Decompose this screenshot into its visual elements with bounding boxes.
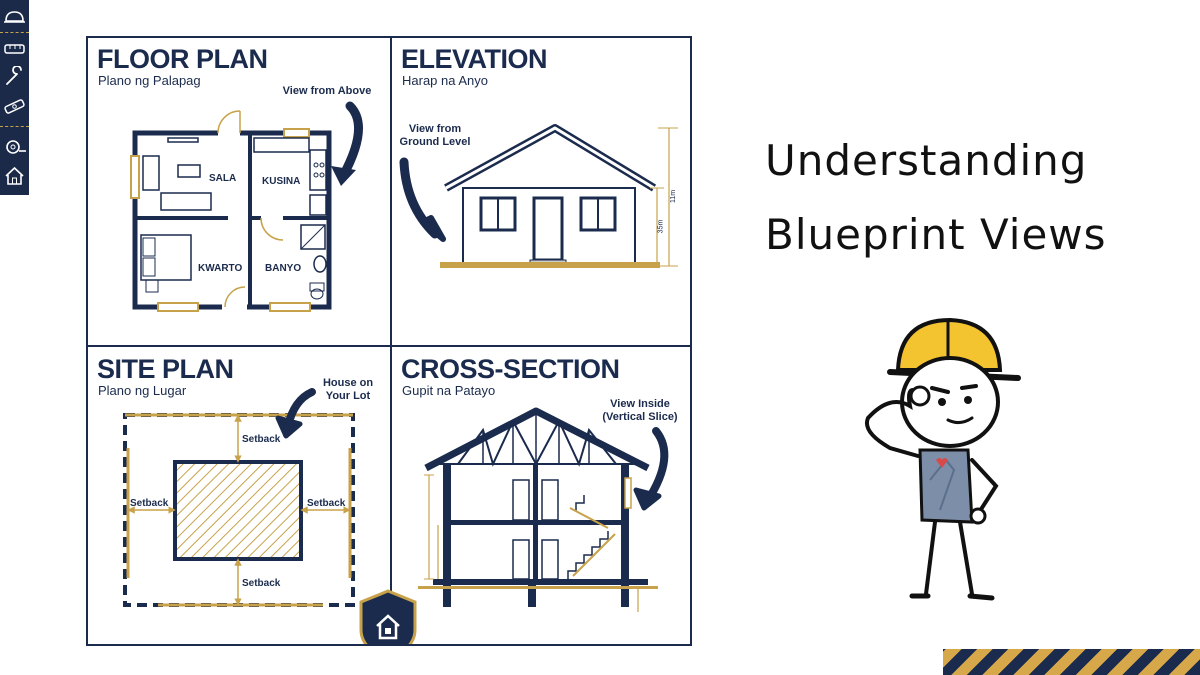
site-plan-subtitle: Plano ng Lugar (98, 383, 187, 398)
cross-section-note-line2: (Vertical Slice) (602, 411, 678, 424)
floor-plan-note: View from Above (282, 85, 372, 97)
room-label-sala: SALA (209, 173, 237, 184)
heading-line1: Understanding (765, 136, 1088, 185)
toolbar-divider (0, 32, 29, 33)
cross-section-note: View Inside (Vertical Slice) (588, 398, 692, 424)
elevation-subtitle: Harap na Anyo (402, 73, 489, 88)
construction-worker-character (865, 317, 1021, 601)
setback-label-right: Setback (307, 498, 346, 509)
blueprint-views-poster: FLOOR PLAN Plano ng Palapag View from Ab… (86, 36, 692, 646)
floor-plan-drawing (130, 101, 363, 312)
site-plan-note-line2: Your Lot (325, 390, 371, 403)
blueprint-drawings (123, 101, 678, 644)
elevation-dim-short: 35m (657, 219, 665, 234)
house-icon[interactable] (2, 165, 27, 187)
floor-plan-title: FLOOR PLAN (97, 44, 268, 74)
floor-plan-subtitle: Plano ng Palapag (98, 73, 201, 88)
cross-section-note-line1: View Inside (610, 398, 670, 410)
cross-section-subtitle: Gupit na Patayo (402, 383, 496, 398)
cross-section-title: CROSS-SECTION (401, 354, 620, 384)
hazard-stripe (943, 649, 1200, 675)
site-plan-note: House on Your Lot (312, 377, 384, 403)
setback-label-left: Setback (130, 498, 169, 509)
elevation-dim-tall: 11m (670, 189, 678, 204)
shield-house-icon (359, 589, 417, 644)
setback-label-top: Setback (242, 434, 281, 445)
room-label-kusina: KUSINA (262, 176, 301, 187)
panel-divider-vertical (390, 38, 392, 644)
setback-label-bottom: Setback (242, 578, 281, 589)
cross-section-drawing (418, 407, 669, 612)
hardhat-icon[interactable] (2, 6, 27, 28)
heading-line2: Blueprint Views (765, 210, 1107, 259)
panel-divider-horizontal (88, 345, 690, 347)
elevation-note-line2: Ground Level (399, 136, 471, 149)
tape-measure-icon[interactable] (2, 136, 27, 158)
elevation-drawing (399, 124, 678, 268)
ruler-icon[interactable] (2, 38, 27, 60)
room-label-kwarto: KWARTO (198, 263, 243, 274)
site-plan-drawing (123, 388, 355, 607)
toolbar-divider (0, 126, 29, 127)
site-plan-note-line1: House on (322, 377, 374, 389)
elevation-title: ELEVATION (401, 44, 548, 74)
room-label-banyo: BANYO (265, 263, 302, 274)
elevation-note-line1: View from (408, 123, 462, 135)
elevation-note: View from Ground Level (395, 123, 475, 149)
site-plan-title: SITE PLAN (97, 354, 234, 384)
tool-sidebar (0, 0, 29, 195)
wrench-icon[interactable] (2, 66, 27, 88)
level-icon[interactable] (2, 95, 27, 117)
